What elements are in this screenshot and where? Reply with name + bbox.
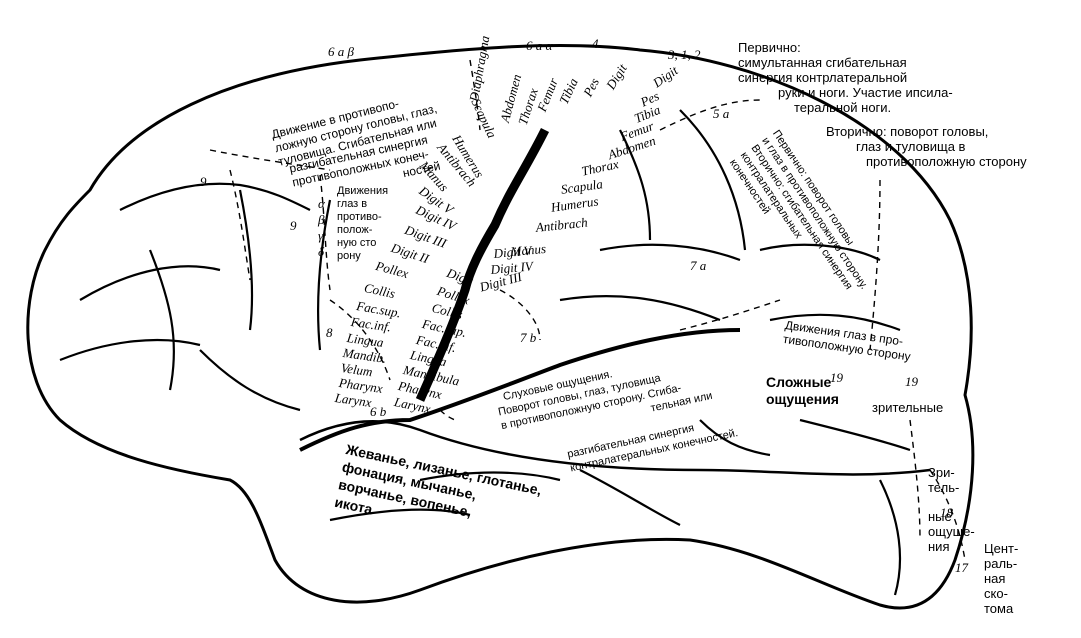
field-8: 8 [326,325,333,340]
field-5a: 5 a [713,106,730,121]
greek-alpha: α [318,196,325,211]
field-4: 4 [592,36,599,51]
field-9b: 9 [290,218,297,233]
greek-beta: β [318,212,325,227]
sulci [59,109,911,596]
field-6ab: 6 a β [328,44,354,59]
field-312: 3, 1, 2 [668,47,701,62]
field-17: 17 [955,560,968,575]
annotation-scotoma: Цент- раль- ная ско- тома [984,541,1019,616]
field-19a: 19 [830,370,843,385]
sylvian-fissure [299,328,741,452]
area-boundaries [209,59,966,561]
brain-outline [26,43,975,610]
annotation-complex: Сложные ощущения [766,374,839,407]
field-7a: 7 a [690,258,707,273]
field-18: 18 [940,505,953,520]
central-sulcus [415,127,550,402]
field-9a: 9 [200,174,207,189]
field-6aa: 6 a α [526,38,553,53]
annotation-eye-movement: Движения глаз в противо- полож- ную сто … [337,185,389,262]
greek-gamma: γ [318,228,324,243]
annotation-visual-2: Зри- тель- ные ощуще- ния [928,465,975,554]
field-19b: 19 [905,374,918,389]
field-7b: 7 b [520,330,537,345]
greek-delta: δ [318,244,325,259]
annotation-secondary: Вторично: поворот головы, глаз и туловищ… [826,124,1027,169]
annotation-primary: Первично: симультанная сгибательная сине… [738,40,953,115]
annotation-visual: зрительные [872,400,944,415]
field-6b: 6 b [370,404,387,419]
